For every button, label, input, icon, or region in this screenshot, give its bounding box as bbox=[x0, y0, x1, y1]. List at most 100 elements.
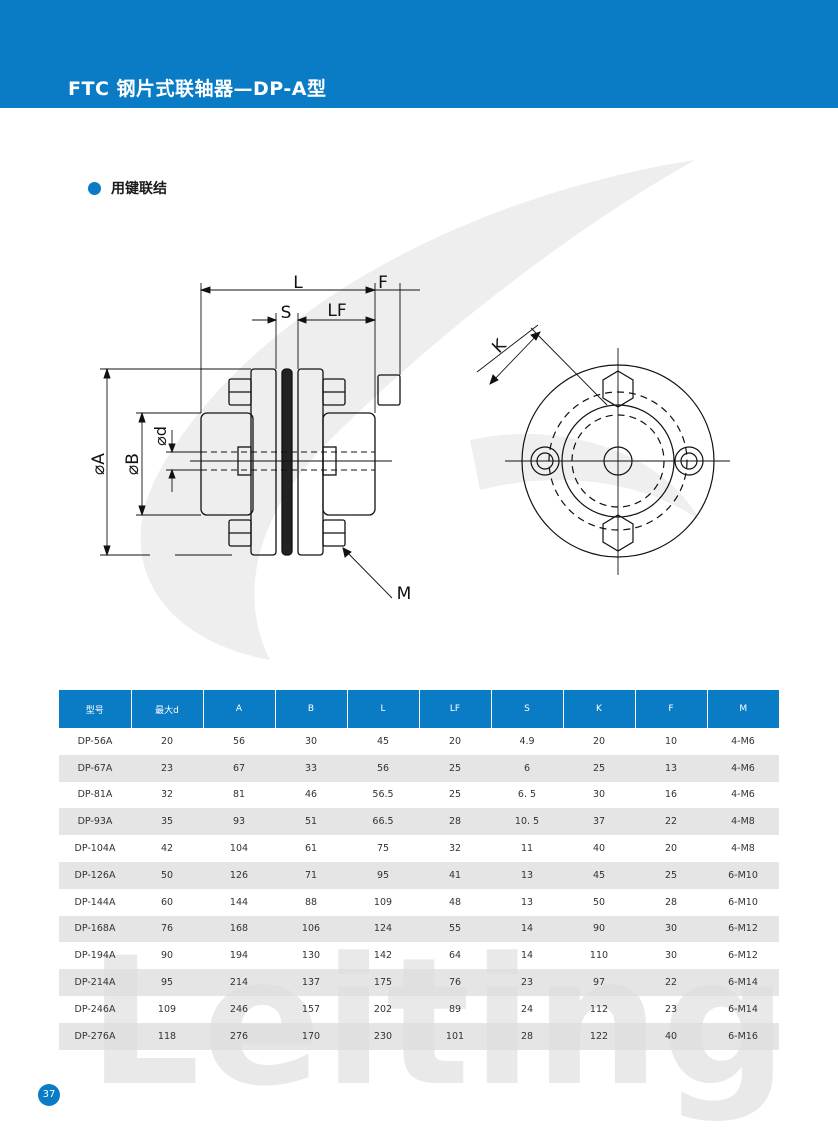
column-header: F bbox=[635, 690, 708, 728]
table-cell: 42 bbox=[160, 843, 174, 855]
table-cell: 142 bbox=[373, 950, 393, 962]
column-header: B bbox=[275, 690, 348, 728]
table-cell: DP-93A bbox=[59, 808, 131, 836]
disc-pack bbox=[281, 368, 293, 556]
table-cell: 14 bbox=[491, 915, 563, 943]
table-cell: 95 bbox=[131, 969, 203, 996]
table-cell: 25 bbox=[448, 789, 462, 801]
table-cell: 23 bbox=[491, 969, 563, 996]
table-cell: 246 bbox=[229, 1003, 249, 1015]
section-heading: 用键联结 bbox=[88, 178, 167, 198]
watermark-brand-text: Leiting bbox=[88, 935, 790, 1111]
table-cell: DP-81A bbox=[77, 789, 113, 801]
table-cell: 4-M6 bbox=[731, 789, 755, 801]
table-cell: 32 bbox=[160, 789, 174, 801]
table-cell: 35 bbox=[131, 808, 203, 836]
table-cell: 60 bbox=[160, 896, 174, 908]
table-header-row: 型号 最大d A B L LF S K F M bbox=[59, 690, 779, 728]
table-cell: 71 bbox=[275, 861, 347, 889]
table-cell: 230 bbox=[347, 1022, 419, 1050]
table-cell: 6-M14 bbox=[728, 1003, 758, 1015]
section-heading-label: 用键联结 bbox=[111, 181, 167, 197]
coupling-technical-drawing: L F S LF ⌀A ⌀B ⌀d M K bbox=[89, 273, 730, 604]
table-cell: 22 bbox=[635, 969, 707, 996]
dimension-label-m: M bbox=[397, 584, 412, 604]
table-cell: 33 bbox=[275, 754, 347, 782]
table-cell: 110 bbox=[589, 950, 609, 962]
table-cell: 28 bbox=[419, 808, 491, 836]
table-cell: 93 bbox=[203, 808, 275, 836]
table-cell: 90 bbox=[563, 915, 635, 943]
table-cell: 6. 5 bbox=[517, 789, 537, 801]
table-cell: 214 bbox=[203, 969, 275, 996]
table-cell: 50 bbox=[131, 861, 203, 889]
table-cell: 101 bbox=[419, 1022, 491, 1050]
table-cell: 20 bbox=[592, 735, 606, 747]
table-cell: 90 bbox=[160, 950, 174, 962]
table-cell: 20 bbox=[160, 735, 174, 747]
table-cell: 23 bbox=[664, 1003, 678, 1015]
bullet-dot-icon bbox=[88, 181, 101, 195]
dimension-label-f: F bbox=[378, 273, 388, 293]
table-cell: 95 bbox=[347, 861, 419, 889]
table-cell: 4-M6 bbox=[731, 735, 755, 747]
dimension-label-k: K bbox=[488, 335, 511, 358]
dimension-label-diameter-b: ⌀B bbox=[123, 453, 143, 475]
table-cell: 22 bbox=[635, 808, 707, 836]
table-cell: 13 bbox=[491, 861, 563, 889]
table-cell: 124 bbox=[347, 915, 419, 943]
table-cell: 10. 5 bbox=[491, 808, 563, 836]
table-cell: 75 bbox=[376, 843, 390, 855]
page-title: FTC 钢片式联轴器—DP-A型 bbox=[68, 78, 327, 100]
table-cell: 144 bbox=[229, 896, 249, 908]
table-cell: 30 bbox=[664, 950, 678, 962]
table-cell: 137 bbox=[275, 969, 347, 996]
table-cell: 175 bbox=[347, 969, 419, 996]
column-header: LF bbox=[419, 690, 492, 728]
table-cell: 56.5 bbox=[372, 789, 394, 801]
table-cell: 104 bbox=[229, 843, 249, 855]
table-cell: 20 bbox=[664, 843, 678, 855]
column-header: 最大d bbox=[131, 690, 204, 728]
table-cell: 30 bbox=[304, 735, 318, 747]
table-cell: 13 bbox=[635, 754, 707, 782]
table-cell: 112 bbox=[589, 1003, 609, 1015]
table-cell: 89 bbox=[448, 1003, 462, 1015]
table-cell: 28 bbox=[664, 896, 678, 908]
table-cell: 46 bbox=[304, 789, 318, 801]
table-cell: 40 bbox=[592, 843, 606, 855]
table-cell: 157 bbox=[301, 1003, 321, 1015]
table-cell: 276 bbox=[203, 1022, 275, 1050]
column-header: 型号 bbox=[59, 690, 132, 728]
dimension-label-lf: LF bbox=[327, 301, 346, 321]
table-cell: 55 bbox=[419, 915, 491, 943]
table-cell: 6-M16 bbox=[707, 1022, 779, 1050]
table-cell: 6-M12 bbox=[728, 950, 758, 962]
dimension-label-diameter-d: ⌀d bbox=[151, 426, 170, 446]
table-cell: 6-M12 bbox=[707, 915, 779, 943]
right-flange-outline bbox=[297, 368, 324, 556]
table-cell: 106 bbox=[275, 915, 347, 943]
table-cell: 4-M8 bbox=[731, 843, 755, 855]
table-cell: 25 bbox=[419, 754, 491, 782]
table-cell: 67 bbox=[203, 754, 275, 782]
left-hub-outline bbox=[200, 412, 254, 516]
table-cell: 81 bbox=[232, 789, 246, 801]
table-cell: 4.9 bbox=[519, 735, 535, 747]
column-header: K bbox=[563, 690, 636, 728]
table-cell: 194 bbox=[229, 950, 249, 962]
left-flange-outline bbox=[250, 368, 277, 556]
table-cell: 202 bbox=[373, 1003, 393, 1015]
table-cell: 109 bbox=[157, 1003, 177, 1015]
table-cell: 28 bbox=[491, 1022, 563, 1050]
table-cell: DP-67A bbox=[59, 754, 131, 782]
table-cell: 76 bbox=[419, 969, 491, 996]
table-cell: DP-144A bbox=[74, 896, 116, 908]
table-cell: 168 bbox=[203, 915, 275, 943]
table-cell: 40 bbox=[635, 1022, 707, 1050]
dimension-label-l: L bbox=[293, 273, 303, 293]
